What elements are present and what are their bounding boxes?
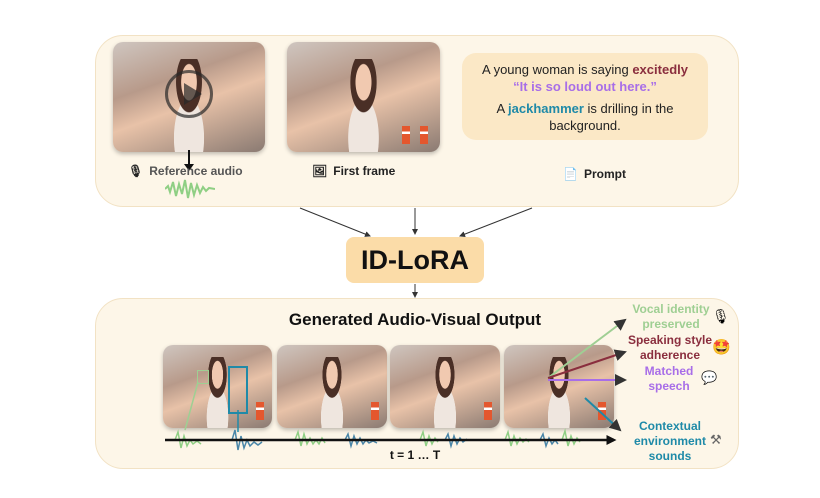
prompt-emphasis-sound: jackhammer — [508, 101, 584, 116]
label-text: Prompt — [583, 167, 626, 181]
prompt-text: A young woman is saying — [482, 62, 633, 77]
excited-face-icon: 🤩 — [712, 339, 731, 356]
prompt-text: A — [496, 101, 509, 116]
prompt-label: 📄 Prompt — [563, 167, 626, 181]
prompt-text: is drilling in the background. — [549, 101, 674, 133]
down-arrow — [188, 150, 190, 166]
label-matched-speech: Matched speech — [644, 364, 694, 393]
reference-waveform — [165, 179, 215, 199]
output-frame-3 — [390, 345, 500, 428]
prompt-emphasis-style: excitedly — [632, 62, 688, 77]
microphone-icon: 🎙 — [128, 164, 144, 178]
label-contextual-sounds: Contextual environment sounds — [633, 419, 706, 463]
image-icon: 🖼 — [312, 164, 328, 178]
output-frame-1 — [163, 345, 272, 428]
timeline-label: t = 1 … T — [389, 448, 441, 462]
play-icon — [165, 70, 213, 118]
output-title: Generated Audio-Visual Output — [288, 310, 542, 329]
microphone-icon: 🎙 — [712, 308, 730, 324]
reference-video — [113, 42, 265, 152]
jackhammer-icon: ⚒ — [710, 432, 722, 447]
label-text: Reference audio — [149, 164, 243, 178]
speech-bubble-icon: 💬 — [701, 370, 718, 385]
label-text: First frame — [333, 164, 396, 178]
label-vocal-identity: Vocal identity preserved — [632, 302, 710, 331]
output-frame-2 — [277, 345, 387, 428]
document-icon: 📄 — [563, 167, 578, 181]
prompt-box: A young woman is saying excitedly “It is… — [462, 53, 708, 140]
first-frame-image — [287, 42, 440, 152]
id-lora-box: ID-LoRA — [346, 237, 484, 283]
reference-audio-label: 🎙 Reference audio — [128, 164, 243, 178]
first-frame-label: 🖼 First frame — [312, 164, 395, 178]
model-name: ID-LoRA — [361, 244, 469, 275]
prompt-quote: “It is so loud out here.” — [513, 79, 657, 94]
label-speaking-style: Speaking style adherence — [627, 333, 713, 362]
face-highlight-box — [197, 370, 209, 384]
